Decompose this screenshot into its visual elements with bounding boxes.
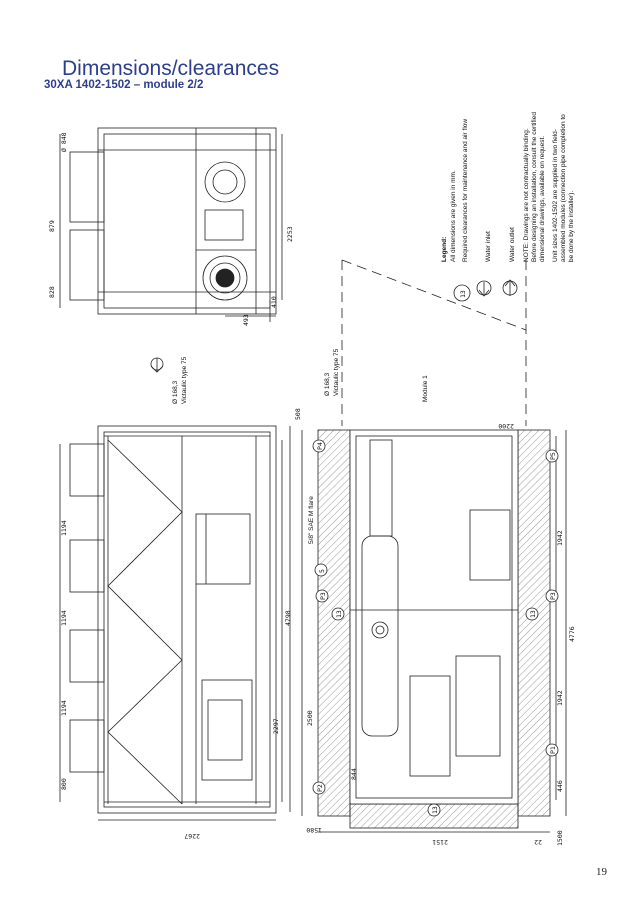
module-label: Module 1: [422, 375, 429, 402]
dim-d1194a: 1194: [60, 520, 68, 536]
legend-symbols: [453, 279, 518, 302]
marker-p5: P5: [549, 452, 557, 460]
pipe-top-label: Ø 168,3: [172, 380, 179, 404]
dim-d4776: 4776: [568, 626, 576, 642]
legend-water-outlet: Water outlet: [509, 227, 516, 262]
legend-water-inlet: Water inlet: [485, 231, 492, 262]
legend-line1: All dimensions are given in mm.: [450, 170, 457, 262]
page-title: Dimensions/clearances: [62, 57, 280, 80]
dim-d828: 828: [48, 286, 56, 298]
legend-note4: Unit sizes 1402-1502 are supplied in two…: [552, 129, 559, 262]
compressor-top: [204, 161, 246, 203]
dim-d844: 844: [350, 768, 358, 780]
top-view: [59, 127, 283, 322]
plan-markers: [312, 439, 559, 817]
side-view: [59, 425, 291, 821]
dim-d410: 410: [270, 296, 278, 308]
dim-d1942b: 1942: [556, 690, 564, 706]
plan-view: [301, 259, 567, 833]
dim-d4798: 4798: [284, 610, 292, 626]
dim-d2297: 2297: [272, 718, 280, 734]
legend-note5: assembled modules (connection pipe compl…: [560, 114, 567, 262]
electrical-box: [195, 513, 251, 585]
compressor-plan-2: [455, 655, 501, 757]
marker-p3: P3: [319, 592, 327, 600]
dim-d2267: 2267: [184, 832, 200, 840]
pipe-top-type: Victaulic type 75: [181, 356, 188, 404]
dim-d493: 493: [242, 314, 250, 326]
coil-zigzag: [107, 439, 183, 805]
dim-d1500: 1500: [556, 830, 564, 846]
marker-13a: 13: [335, 610, 343, 618]
dim-d508: 508: [294, 408, 302, 420]
legend-heading: Legend:: [441, 237, 448, 262]
page-subtitle: 30XA 1402-1502 – module 2/2: [44, 79, 204, 91]
dim-d2151: 2151: [432, 838, 448, 846]
dim-d879: 879: [48, 220, 56, 232]
legend-clearance: Required clearances for maintenance and …: [462, 119, 469, 262]
dim-d1580: 1580: [306, 826, 322, 834]
top-view-frame: [97, 127, 277, 315]
clearance-marker-text: 13: [459, 290, 467, 298]
clearance-left: [317, 429, 351, 817]
marker-p4: P4: [316, 442, 324, 450]
dim-d1194b: 1194: [60, 610, 68, 626]
dim-d848: Ø 848: [60, 132, 68, 152]
clearance-marker-icon: [453, 284, 471, 302]
legend-note6: be done by the installer).: [568, 191, 575, 262]
marker-p1: P1: [549, 746, 557, 754]
page-number: 19: [596, 866, 607, 878]
clearance-right: [517, 429, 551, 817]
side-view-frame: [97, 425, 277, 814]
dim-d2200: 2200: [498, 422, 514, 430]
legend-note3: dimensional drawings, available on reque…: [539, 136, 546, 262]
compressor-side: [201, 679, 253, 781]
marker-13c: 13: [431, 806, 439, 814]
compressor-plan-1: [409, 675, 451, 777]
heat-exchanger-end: [202, 255, 248, 301]
legend-note1: NOTE: Drawings are not contractually bin…: [523, 128, 530, 262]
pipe-mid-label: Ø 168,3: [324, 372, 331, 396]
dim-d22: 22: [534, 838, 542, 846]
legend-note2: Before designing an installation, consul…: [531, 112, 538, 262]
flare-label: 5/8" SAE M flare: [308, 496, 315, 544]
dim-d2500: 2500: [306, 710, 314, 726]
dim-d2253: 2253: [286, 226, 294, 242]
dim-d1194c: 1194: [60, 700, 68, 716]
marker-p3b: P3: [549, 592, 557, 600]
marker-5: 5: [318, 569, 326, 573]
dim-d800: 800: [60, 778, 68, 790]
dim-d446: 446: [556, 780, 564, 792]
water-inlet-icon: [150, 357, 164, 373]
marker-13b: 13: [529, 610, 537, 618]
dim-d1942a: 1942: [556, 530, 564, 546]
marker-p2: P2: [316, 784, 324, 792]
pipe-mid-type: Victaulic type 75: [333, 348, 340, 396]
